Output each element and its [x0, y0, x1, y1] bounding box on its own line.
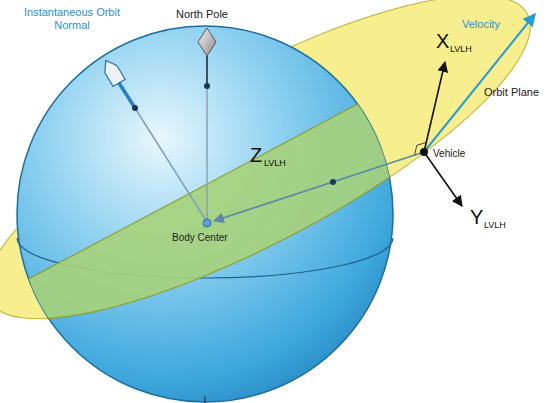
y-axis-arrow: [424, 152, 462, 206]
south-tick: [205, 396, 206, 403]
axis-subscript: LVLH: [450, 44, 472, 54]
orbit-normal-axis: [135, 108, 207, 222]
orbit-normal-point: [132, 105, 138, 111]
orbit-plane-intersection: [0, 14, 548, 375]
orbit-normal-marker: [100, 57, 125, 86]
axis-letter: Z: [250, 144, 262, 167]
axis-label: North Pole: [176, 8, 228, 21]
vehicle-label: Vehicle: [433, 148, 465, 160]
axis-letter: Y: [470, 206, 483, 229]
z-axis-surface-point: [330, 179, 336, 185]
vector-label: Velocity: [462, 18, 500, 31]
pole-point: [204, 83, 210, 89]
plane-label: Orbit Plane: [484, 86, 539, 99]
polar-axis-outer: [206, 56, 208, 86]
body-center-dot: [203, 219, 211, 227]
axis-subscript: LVLH: [484, 220, 506, 230]
x-axis-arrow: [424, 62, 445, 152]
axis-label: Instantaneous Orbit Normal: [22, 6, 122, 31]
orbit-normal-outer: [119, 83, 135, 108]
polar-axis: [206, 86, 208, 222]
z-axis-arrow: [214, 152, 424, 221]
center-label: Body Center: [172, 232, 228, 244]
axis-subscript: LVLH: [264, 158, 286, 168]
vehicle-dot: [420, 148, 428, 156]
north-pole-marker: [198, 28, 216, 56]
axis-letter: X: [436, 30, 449, 53]
velocity-arrow: [424, 14, 535, 152]
